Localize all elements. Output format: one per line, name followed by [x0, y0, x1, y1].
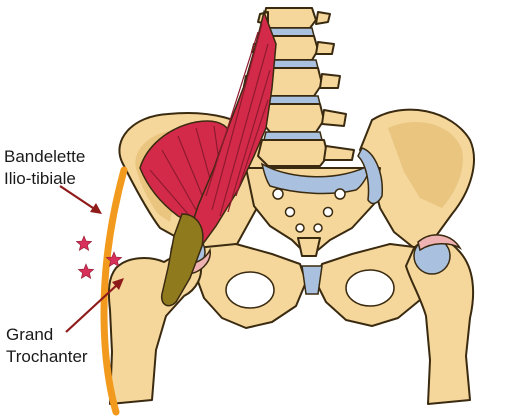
right-ilium [359, 108, 475, 249]
sacrum [245, 162, 381, 257]
star-icon [105, 251, 123, 268]
inflammation-markers [75, 235, 123, 280]
right-sacroiliac-joint [357, 147, 383, 205]
it-band-arrow [59, 185, 102, 214]
psoas-muscle [187, 9, 277, 250]
trochanter-arrow [65, 278, 124, 333]
greater-trochanter-label-line1: Grand [6, 325, 54, 344]
pubic-symphysis [301, 265, 323, 295]
right-femur [405, 234, 475, 405]
pubis-ischium [195, 243, 431, 329]
iliotibial-band-label-line2: Ilio-tibiale [4, 169, 76, 188]
iliotibial-band-label: Bandelette Ilio-tibiale [4, 146, 85, 190]
greater-trochanter-label: Grand Trochanter [6, 324, 88, 368]
iliopsoas-tendon [160, 213, 204, 307]
greater-trochanter-label-line2: Trochanter [6, 347, 88, 366]
iliotibial-band [100, 166, 128, 416]
star-icon [77, 263, 95, 280]
star-icon [75, 235, 93, 252]
iliotibial-band-label-line1: Bandelette [4, 147, 86, 166]
